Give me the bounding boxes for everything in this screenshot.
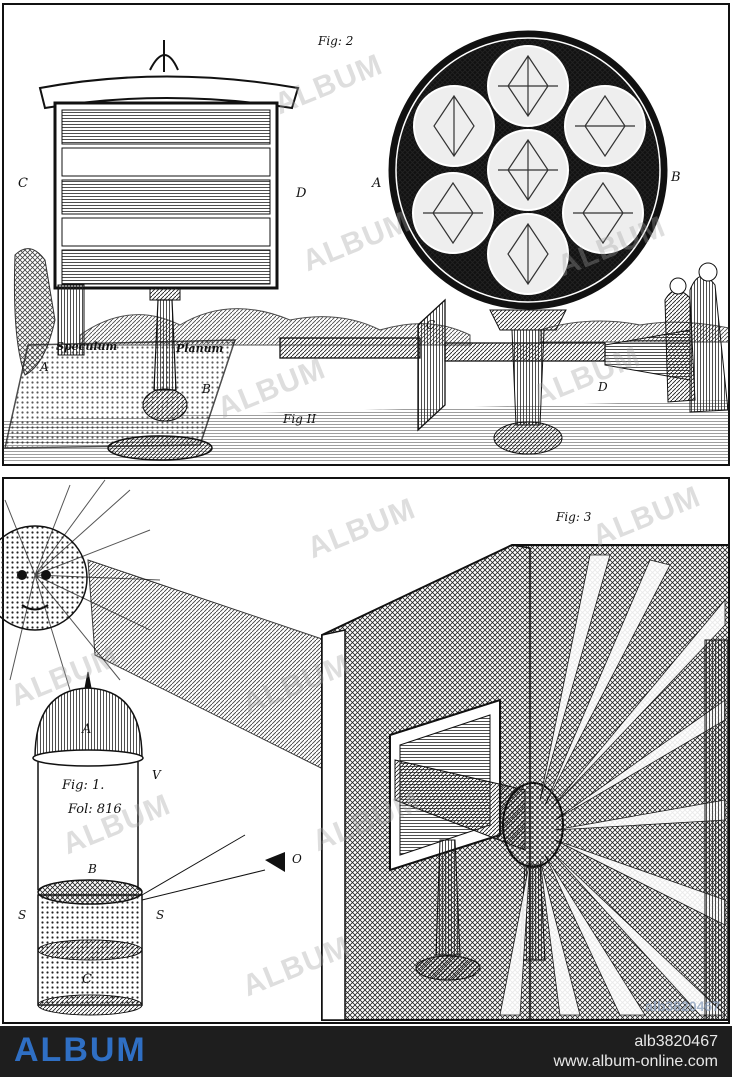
- label-v: V: [152, 768, 161, 782]
- speculum-label: Speculum: [56, 340, 118, 353]
- spectator-figures: [664, 262, 729, 413]
- watermark-id: alb3820467: [645, 998, 720, 1014]
- sun: [0, 479, 161, 691]
- engraving-illustration: [0, 3, 730, 1024]
- figure-2-label: Fig: 2: [318, 34, 354, 48]
- label-b-disc: B: [671, 170, 681, 185]
- label-d: D: [296, 186, 307, 201]
- label-d-tube: D: [598, 380, 608, 394]
- label-b-mirror: B: [202, 382, 211, 396]
- label-a-lantern: A: [82, 722, 92, 737]
- figure-1-label: Fig: 1.: [62, 778, 105, 793]
- label-o: O: [292, 852, 302, 866]
- album-logo: ALBUM: [14, 1031, 147, 1069]
- footer-bar: ALBUM alb3820467 www.album-online.com: [0, 1026, 732, 1077]
- label-b-lantern: B: [88, 862, 97, 876]
- label-s-right: S: [156, 908, 165, 922]
- figure-11-label: Fig II: [283, 412, 317, 426]
- lantern-apparatus: [32, 671, 285, 1016]
- image-reference: alb3820467: [634, 1033, 718, 1050]
- hinged-mirror: [13, 40, 300, 461]
- dark-room: [321, 544, 730, 1021]
- label-c-screen: C: [426, 318, 436, 332]
- label-c-lantern: C: [82, 972, 92, 987]
- figure-3-label: Fig: 3: [556, 510, 592, 524]
- label-s-left: S: [18, 908, 27, 922]
- label-a-mirror: A: [40, 360, 49, 374]
- planum-label: Planum: [176, 342, 224, 355]
- label-a-disc: A: [372, 176, 382, 191]
- label-c: C: [18, 176, 28, 191]
- website-url[interactable]: www.album-online.com: [553, 1053, 718, 1070]
- rotating-disc: [388, 30, 668, 455]
- folio-label: Fol: 816: [68, 802, 122, 817]
